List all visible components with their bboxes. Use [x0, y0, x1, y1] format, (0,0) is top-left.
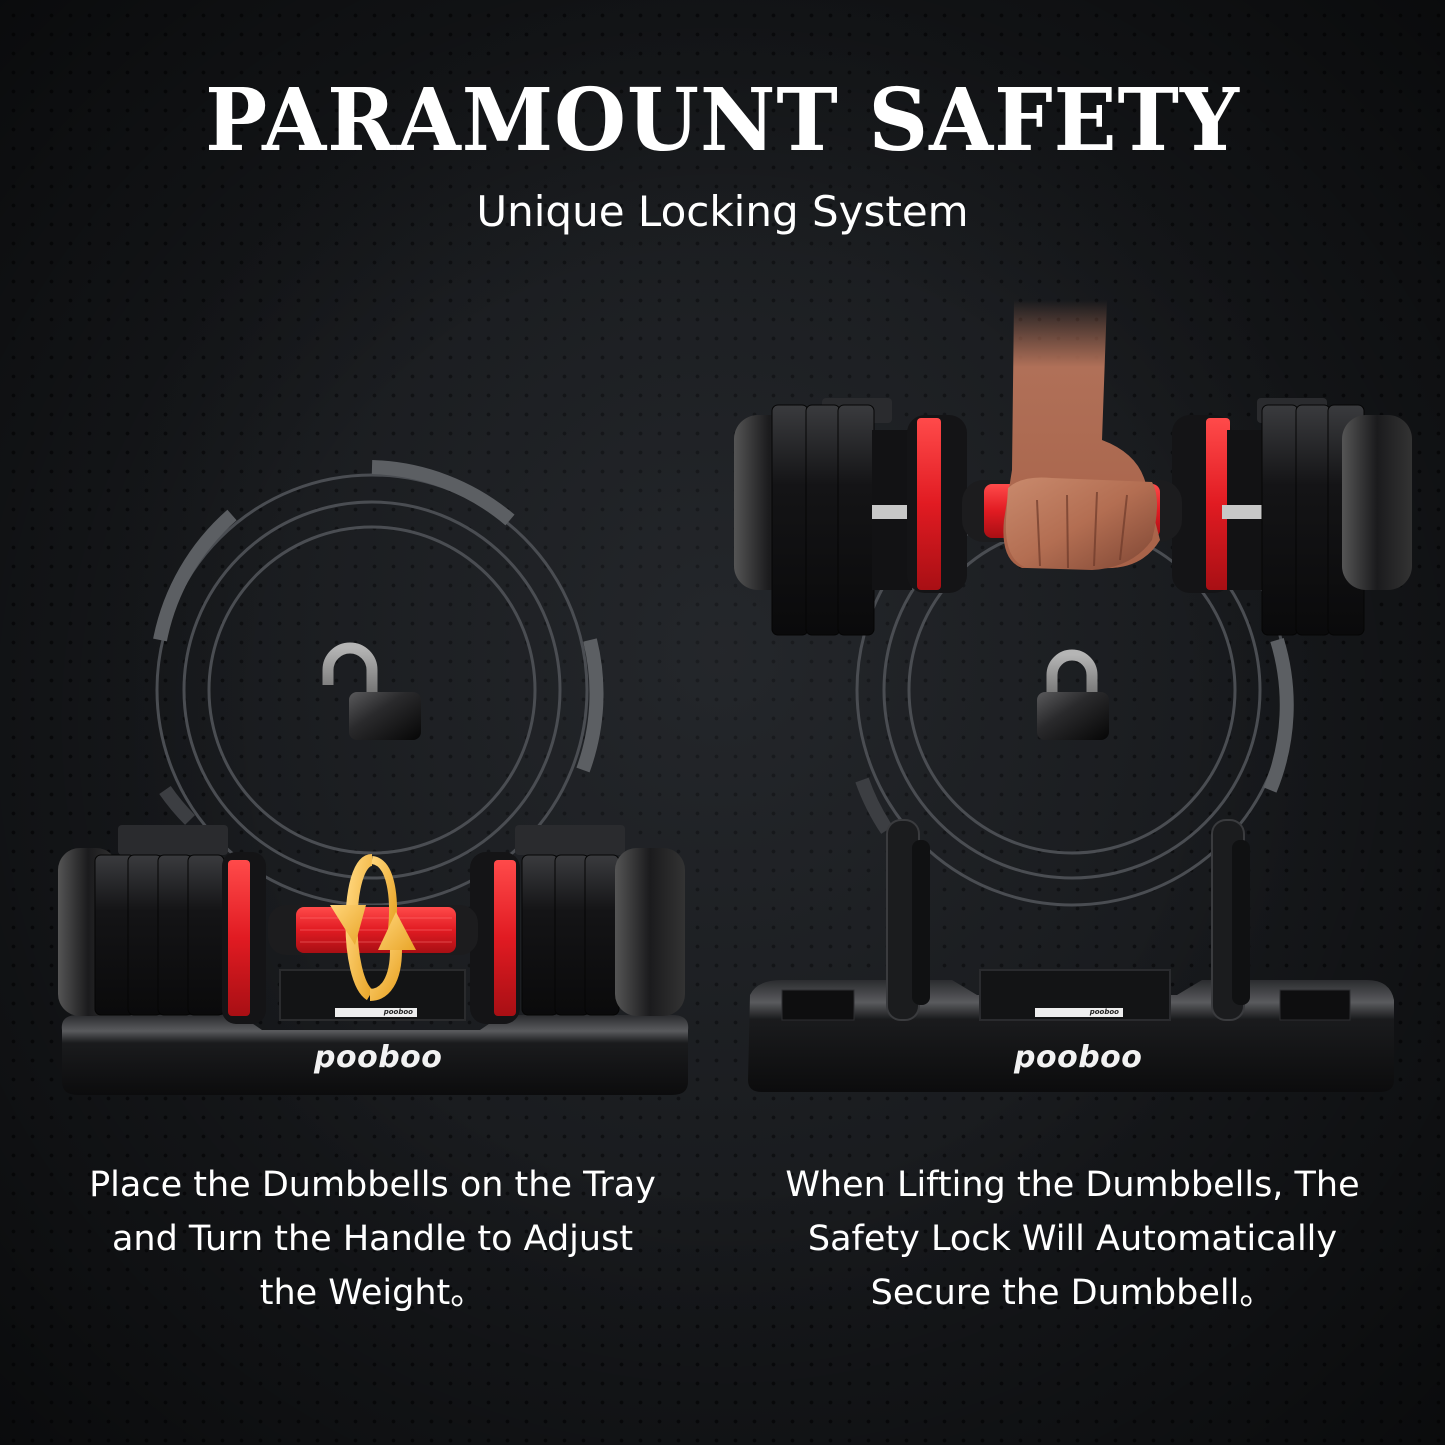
- caption-line: Place the Dumbbells on the Tray: [89, 1165, 656, 1205]
- unlocked-padlock-icon: [322, 642, 421, 740]
- caption-line: Secure the Dumbbell。: [870, 1273, 1275, 1313]
- tray-brand-logo: pooboo: [314, 1040, 443, 1075]
- tray-label-strip: pooboo: [1035, 1008, 1123, 1017]
- caption-line: When Lifting the Dumbbells, The: [785, 1165, 1360, 1205]
- panel-unlocked: pooboo pooboo: [0, 0, 722, 1445]
- caption-line: Safety Lock Will Automatically: [807, 1219, 1338, 1259]
- locked-padlock-icon: [1037, 649, 1109, 740]
- headline-subtitle: Unique Locking System: [476, 187, 969, 236]
- rotate-arrows-icon: [330, 854, 416, 1001]
- tray-label-strip: pooboo: [335, 1008, 417, 1017]
- hand-graphic: [1003, 300, 1160, 570]
- caption-locked: When Lifting the Dumbbells, The Safety L…: [740, 1158, 1405, 1320]
- unlock-rings-graphic: [58, 460, 689, 1095]
- caption-line: the Weight。: [259, 1273, 486, 1313]
- lock-rings-graphic: [734, 300, 1412, 1092]
- headline-title: PARAMOUNT SAFETY: [205, 70, 1240, 171]
- panel-locked: pooboo pooboo: [722, 0, 1445, 1445]
- tray-brand-logo: pooboo: [1014, 1040, 1143, 1075]
- caption-unlocked: Place the Dumbbells on the Tray and Turn…: [40, 1158, 705, 1320]
- caption-line: and Turn the Handle to Adjust: [111, 1219, 634, 1259]
